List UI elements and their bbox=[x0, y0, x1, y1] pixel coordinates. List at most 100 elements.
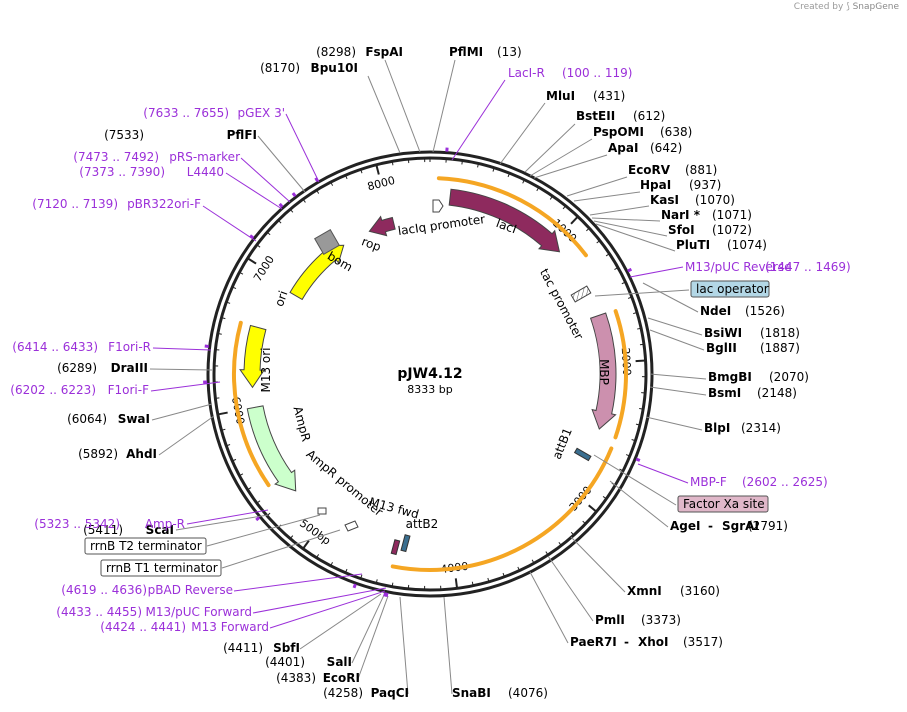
minor-tick bbox=[570, 531, 575, 536]
label-sites-PspOMI-pos: (638) bbox=[660, 125, 692, 139]
label-sites-PaeR7I-name2: XhoI bbox=[638, 635, 669, 649]
label-primers-M13Fwd-name: M13 Forward bbox=[191, 620, 269, 634]
label-sites-MluI-pos: (431) bbox=[593, 89, 625, 103]
leader-Bpu10I bbox=[367, 75, 401, 154]
leader-AgeI bbox=[609, 480, 669, 528]
label-sites-EcoRI-name: EcoRI bbox=[323, 671, 360, 685]
lac-operator-mark bbox=[570, 285, 592, 303]
leader-PaqCI bbox=[399, 596, 409, 695]
label-sites-BsmI-pos: (2148) bbox=[757, 386, 797, 400]
label-sites-ApaI-pos: (642) bbox=[650, 141, 682, 155]
label-sites-BsiWI-name: BsiWI bbox=[704, 326, 742, 340]
leader-NdeI bbox=[642, 282, 699, 313]
leader-SbfI bbox=[299, 593, 382, 650]
label-primers-pRSmarker-range: (7473 .. 7492) bbox=[73, 150, 159, 164]
primer-site-mark bbox=[384, 592, 389, 598]
feature-label-bom: bom bbox=[325, 249, 355, 274]
feature-label-tac: tac promoter bbox=[537, 266, 586, 342]
label-sites-XmnI-pos: (3160) bbox=[680, 584, 720, 598]
orf-arc bbox=[232, 320, 271, 488]
label-sites-PmlI-pos: (3373) bbox=[641, 613, 681, 627]
feature-label-M13ori: M13 ori bbox=[259, 347, 273, 392]
label-sites-NarI-pos: (1071) bbox=[712, 208, 752, 222]
leader-EcoRV bbox=[566, 176, 628, 197]
primer-site-mark bbox=[383, 592, 387, 597]
label-sites-AgeI-sep: - bbox=[708, 519, 713, 533]
feature-label-lacI: lacI bbox=[494, 216, 518, 236]
label-primers-pBR322-range: (7120 .. 7139) bbox=[32, 197, 118, 211]
label-sites-PflMI-pos: (13) bbox=[497, 45, 522, 59]
tick-label: 500bp bbox=[297, 517, 333, 548]
attB1-mark bbox=[573, 447, 592, 462]
major-tick bbox=[454, 578, 459, 589]
label-sites-HpaI-pos: (937) bbox=[689, 178, 721, 192]
leader-PflMI bbox=[432, 59, 456, 153]
primer-site-mark bbox=[352, 583, 357, 589]
label-primers-F1oriR-name: F1ori-R bbox=[108, 340, 151, 354]
leader-M13Fwd bbox=[269, 590, 386, 629]
label-sites-PluTI-name: PluTI bbox=[676, 238, 710, 252]
label-primers-pRSmarker-name: pRS-marker bbox=[169, 150, 240, 164]
leader-HpaI bbox=[573, 191, 641, 202]
minor-tick bbox=[582, 520, 586, 525]
leader-M13pucFwd bbox=[252, 587, 387, 614]
label-sites-BmgBI-pos: (2070) bbox=[769, 370, 809, 384]
label-primers-F1oriR-range: (6414 .. 6433) bbox=[12, 340, 98, 354]
minor-tick bbox=[391, 161, 394, 166]
plasmid-name: pJW4.12 bbox=[397, 366, 462, 382]
major-tick bbox=[302, 540, 310, 550]
label-sites-SalI-pos: (4401) bbox=[265, 655, 305, 669]
label-sites-AgeI-pos: (2791) bbox=[748, 519, 788, 533]
leader-F1oriR bbox=[152, 347, 212, 351]
label-primers-M13pucFwd-range: (4433 .. 4455) bbox=[56, 605, 142, 619]
boxed-label-factorXa: Factor Xa site bbox=[683, 497, 765, 511]
label-sites-PflMI-name: PflMI bbox=[449, 45, 483, 59]
label-sites-SbfI-name: SbfI bbox=[273, 641, 300, 655]
leader-F1oriF bbox=[150, 381, 221, 392]
label-primers-L4440-range: (7373 .. 7390) bbox=[79, 165, 165, 179]
minor-tick bbox=[360, 574, 363, 579]
leader-pBADRev bbox=[233, 573, 363, 592]
minor-tick bbox=[614, 267, 619, 270]
credit-prefix: Created by bbox=[793, 2, 844, 12]
snapgene-credit: Created by ⟆ SnapGene bbox=[794, 2, 899, 12]
label-sites-KasI-pos: (1070) bbox=[695, 193, 735, 207]
leader-AhdI bbox=[158, 415, 215, 456]
leader-PflFI bbox=[257, 135, 306, 193]
minor-tick bbox=[316, 554, 320, 559]
ori-arrow bbox=[289, 244, 345, 301]
label-primers-LacIR-range: (100 .. 119) bbox=[562, 66, 632, 80]
primer-site-mark bbox=[291, 192, 297, 198]
minor-tick bbox=[507, 172, 510, 178]
snapgene-logo-icon: ⟆ bbox=[846, 2, 850, 12]
label-sites-AgeI-name: AgeI bbox=[670, 519, 700, 533]
leader-pRSmarker bbox=[240, 157, 291, 203]
feature-label-ori: ori bbox=[272, 289, 290, 308]
label-sites-SfoI-name: SfoI bbox=[668, 223, 695, 237]
label-sites-AhdI-pos: (5892) bbox=[78, 447, 118, 461]
leader-pBR322 bbox=[202, 205, 257, 242]
minor-tick bbox=[316, 189, 320, 194]
leader-rrnBT1 bbox=[221, 529, 341, 569]
label-sites-AgeI-name2: SgrAI bbox=[722, 519, 759, 533]
label-sites-EcoRI-pos: (4383) bbox=[276, 671, 316, 685]
boxed-label-rrnBT2: rrnB T2 terminator bbox=[90, 539, 202, 553]
major-tick bbox=[375, 164, 380, 175]
label-sites-DraIII-name: DraIII bbox=[111, 361, 148, 375]
minor-tick bbox=[247, 487, 252, 491]
box-rrnBT2 bbox=[84, 537, 207, 555]
minor-tick bbox=[586, 227, 590, 232]
tick-label: 8000 bbox=[366, 174, 396, 194]
minor-tick bbox=[277, 219, 282, 224]
label-sites-EcoRV-pos: (881) bbox=[685, 163, 717, 177]
rop-arrow bbox=[368, 215, 396, 237]
minor-tick bbox=[217, 332, 222, 335]
minor-tick bbox=[562, 205, 566, 210]
label-sites-SalI-name: SalI bbox=[327, 655, 352, 669]
leader-rrnBT2 bbox=[206, 514, 321, 547]
label-primers-M13Fwd-range: (4424 .. 4441) bbox=[100, 620, 186, 634]
minor-tick bbox=[621, 281, 626, 285]
minor-tick bbox=[596, 240, 601, 244]
minor-tick bbox=[477, 163, 479, 168]
label-sites-MluI-name: MluI bbox=[546, 89, 575, 103]
